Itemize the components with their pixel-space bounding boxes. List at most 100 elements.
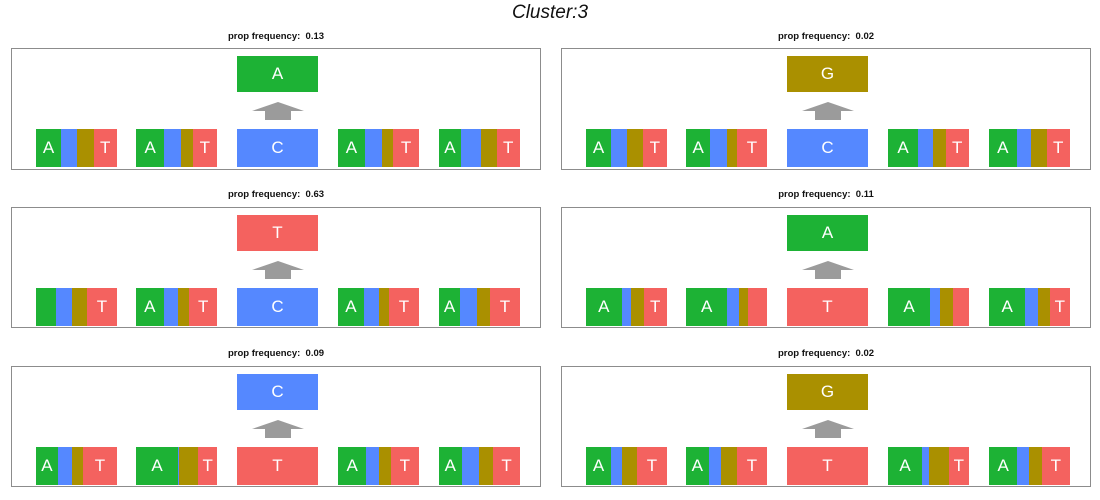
reference-base-block: T	[237, 447, 318, 485]
target-base-block: A	[787, 215, 868, 251]
label-A: A	[899, 456, 911, 475]
segment-C	[56, 288, 72, 326]
segment-C	[1025, 288, 1038, 326]
target-base-letter: G	[820, 382, 835, 401]
label-A: A	[41, 456, 53, 475]
segment-G	[1028, 447, 1042, 485]
label-A: A	[151, 456, 163, 475]
segment-C	[163, 288, 179, 326]
segment-A	[338, 288, 365, 326]
mutation-arrow-icon	[251, 261, 304, 279]
reference-base-letter: T	[822, 456, 833, 475]
segment-A	[888, 447, 923, 485]
target-base-block: G	[787, 374, 868, 410]
segment-T	[192, 129, 217, 167]
segment-C	[460, 129, 482, 167]
segment-G	[381, 129, 394, 167]
segment-C	[621, 288, 632, 326]
mutation-arrow-icon	[801, 261, 854, 279]
label-T: T	[746, 138, 758, 157]
label-T: T	[503, 138, 514, 157]
label-A: A	[346, 456, 358, 475]
label-T: T	[501, 456, 512, 475]
segment-G	[631, 288, 644, 326]
label-A: A	[997, 138, 1009, 157]
segment-T	[1046, 129, 1070, 167]
segment-A	[888, 288, 931, 326]
segment-A	[686, 288, 728, 326]
reference-base-block: T	[787, 288, 868, 326]
label-T: T	[646, 456, 658, 475]
segment-A	[136, 288, 164, 326]
label-T: T	[1050, 456, 1061, 475]
panel-title: prop frequency: 0.09	[227, 348, 325, 359]
reference-base-letter: T	[272, 456, 283, 475]
label-T: T	[952, 138, 963, 157]
segment-T	[945, 129, 969, 167]
segment-T	[490, 288, 520, 326]
segment-C	[611, 447, 623, 485]
segment-G	[1037, 288, 1050, 326]
segment-T	[389, 288, 419, 326]
panel-title: prop frequency: 0.13	[227, 31, 325, 42]
segment-T	[393, 129, 419, 167]
label-A: A	[692, 138, 704, 157]
label-T: T	[198, 297, 209, 316]
segment-G	[1031, 129, 1047, 167]
label-A: A	[598, 297, 610, 316]
panel-title: prop frequency: 0.11	[778, 189, 874, 200]
segment-T	[737, 129, 767, 167]
label-A: A	[700, 297, 713, 316]
target-base-block: T	[237, 215, 318, 251]
target-base-letter: G	[820, 64, 835, 83]
segment-T	[642, 129, 667, 167]
segment-C	[61, 129, 78, 167]
label-T: T	[400, 138, 412, 157]
label-T: T	[399, 456, 410, 475]
segment-C	[1016, 129, 1032, 167]
label-A: A	[897, 138, 909, 157]
segment-A	[36, 129, 62, 167]
segment-G	[478, 447, 494, 485]
segment-G	[71, 288, 88, 326]
label-A: A	[144, 138, 156, 157]
label-A: A	[443, 297, 456, 316]
label-T: T	[100, 138, 111, 157]
segment-C	[708, 447, 721, 485]
segment-T	[198, 447, 217, 485]
target-base-block: C	[237, 374, 318, 410]
segment-A	[36, 447, 59, 485]
segment-T	[737, 447, 767, 485]
segment-T	[1041, 447, 1070, 485]
segment-A	[136, 129, 165, 167]
segment-G	[932, 129, 946, 167]
segment-A	[989, 288, 1026, 326]
segment-T	[390, 447, 419, 485]
segment-A	[686, 129, 711, 167]
label-A: A	[691, 456, 703, 475]
segment-C	[366, 447, 379, 485]
label-A: A	[1001, 297, 1013, 316]
segment-G	[738, 288, 749, 326]
segment-G	[720, 447, 738, 485]
label-A: A	[444, 456, 456, 475]
reference-base-block: C	[237, 288, 318, 326]
label-A: A	[903, 297, 915, 316]
panel-title: prop frequency: 0.02	[777, 348, 875, 359]
mutation-arrow-icon	[251, 420, 304, 438]
reference-base-block: C	[787, 129, 868, 167]
label-T: T	[650, 297, 661, 316]
reference-base-letter: T	[822, 297, 833, 316]
segment-T	[1049, 288, 1070, 326]
